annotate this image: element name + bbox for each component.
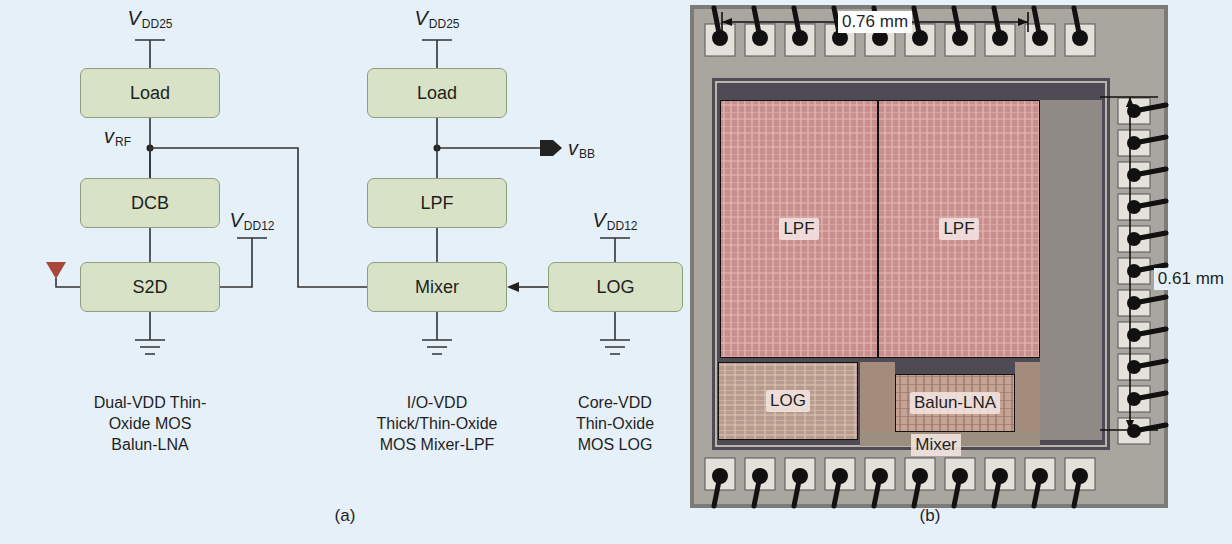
wire-line — [519, 286, 548, 288]
circuit-block: S2D — [80, 262, 220, 312]
block-name: Balun-LNA — [910, 392, 1000, 414]
panel-label: (a) — [335, 505, 356, 527]
panel-label: (b) — [920, 505, 941, 527]
supply-name: VDD25 — [127, 6, 172, 30]
supply-name: VDD12 — [229, 208, 274, 232]
circuit-block: DCB — [80, 178, 220, 228]
supply-name: VDD12 — [592, 208, 637, 232]
dimension-label: 0.76 mm — [838, 11, 912, 33]
circuit-block: LPF — [367, 178, 507, 228]
block-name: LPF — [939, 218, 978, 240]
arrow-head — [507, 282, 519, 292]
die-region: LOG — [718, 362, 858, 440]
block-name: Mixer — [415, 276, 459, 298]
wire-line — [149, 228, 151, 262]
block-caption: Dual-VDD Thin-Oxide MOS Balun-LNA — [88, 392, 213, 455]
block-name: DCB — [131, 192, 169, 214]
block-name: S2D — [132, 276, 167, 298]
signal-wire — [437, 228, 438, 262]
dimension-label: 0.61 mm — [1154, 268, 1228, 290]
signal-wire — [437, 118, 438, 178]
supply-name: VDD25 — [414, 6, 459, 30]
wire-line — [436, 228, 438, 262]
antenna-symbol — [46, 262, 80, 287]
ground-symbols — [135, 312, 630, 354]
block-name: LOG — [766, 390, 810, 412]
circuit-block: Load — [80, 68, 220, 118]
die-region: LPF — [720, 100, 878, 358]
wire-line — [436, 118, 438, 178]
circuit-block: LOG — [548, 262, 683, 312]
signal-name: vBB — [568, 136, 595, 160]
die-region: Balun-LNA — [895, 374, 1015, 432]
block-name: Load — [417, 82, 457, 104]
die-region: LPF — [878, 100, 1040, 358]
block-name: Load — [130, 82, 170, 104]
die-photo — [690, 5, 1168, 508]
circuit-block: Load — [367, 68, 507, 118]
signal-wire — [507, 282, 548, 292]
signal-wire — [150, 228, 151, 262]
block-caption: I/O-VDD Thick/Thin-Oxide MOS Mixer-LPF — [375, 392, 500, 455]
block-name: LPF — [779, 218, 818, 240]
circuit-block: Mixer — [367, 262, 507, 312]
signal-name: vRF — [104, 124, 131, 148]
block-name: LOG — [596, 276, 634, 298]
block-name: LPF — [420, 192, 453, 214]
dimension-lines — [722, 12, 1158, 430]
block-label: Mixer — [911, 434, 961, 456]
block-caption: Core-VDD Thin-Oxide MOS LOG — [565, 392, 665, 455]
